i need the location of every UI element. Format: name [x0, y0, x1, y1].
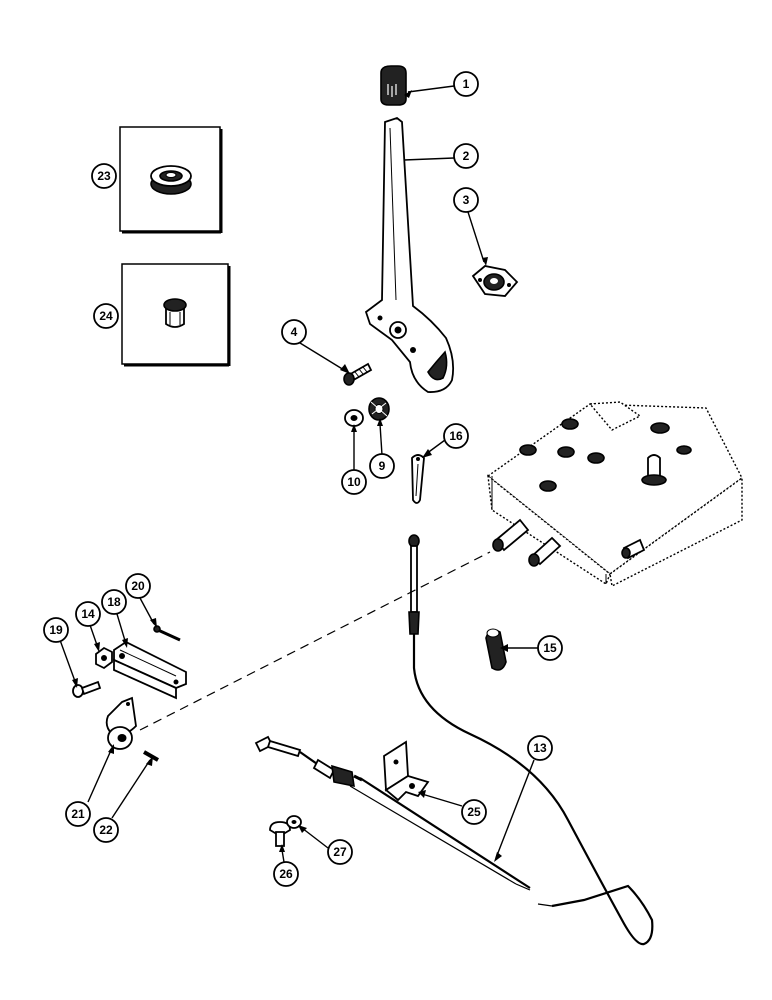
clip-part [411, 454, 425, 504]
callout-14: 14 [75, 601, 101, 627]
throttle-cable-part [254, 735, 531, 891]
inset-panel-24 [121, 263, 231, 367]
valve-block-part [486, 401, 743, 588]
control-cable-part [408, 534, 654, 946]
callout-10: 10 [341, 469, 367, 495]
lever-part [364, 116, 455, 393]
callout-27-label: 27 [333, 845, 347, 859]
nut-part [95, 646, 113, 670]
callout-20: 20 [125, 573, 151, 599]
bolt-part [269, 821, 291, 847]
callout-25: 25 [461, 799, 487, 825]
pin-part [153, 625, 181, 642]
callout-2: 2 [453, 143, 479, 169]
callout-24-label: 24 [99, 309, 113, 323]
lock-washer-part [368, 397, 390, 421]
callout-22: 22 [93, 817, 119, 843]
callout-19-label: 19 [49, 623, 63, 637]
callout-27: 27 [327, 839, 353, 865]
callout-9: 9 [369, 453, 395, 479]
callout-18-label: 18 [107, 595, 121, 609]
callout-3-label: 3 [463, 193, 470, 207]
flange-bearing-part [471, 265, 519, 297]
leader-lines [59, 85, 538, 863]
callout-1: 1 [453, 71, 479, 97]
callout-2-label: 2 [463, 149, 470, 163]
bushing-part [485, 628, 507, 671]
callout-26: 26 [273, 861, 299, 887]
callout-26-label: 26 [279, 867, 293, 881]
callout-19: 19 [43, 617, 69, 643]
callout-24: 24 [93, 303, 119, 329]
callout-4: 4 [281, 319, 307, 345]
callout-3: 3 [453, 187, 479, 213]
callout-13-label: 13 [533, 741, 547, 755]
inset-panel-23 [119, 126, 223, 234]
callout-23-label: 23 [97, 169, 111, 183]
bracket-part [383, 740, 430, 802]
callout-9-label: 9 [379, 459, 386, 473]
callout-21-label: 21 [71, 807, 85, 821]
callout-20-label: 20 [131, 579, 145, 593]
grommet-part [150, 165, 192, 195]
callout-10-label: 10 [347, 475, 361, 489]
callout-16-label: 16 [449, 429, 463, 443]
callout-13: 13 [527, 735, 553, 761]
callout-14-label: 14 [81, 607, 95, 621]
callout-23: 23 [91, 163, 117, 189]
callout-15-label: 15 [543, 641, 557, 655]
callout-4-label: 4 [291, 325, 298, 339]
plug-part [163, 298, 187, 328]
washer-part [344, 409, 364, 427]
callout-15: 15 [537, 635, 563, 661]
callout-16: 16 [443, 423, 469, 449]
crank-arm-part [105, 696, 137, 750]
roll-pin-part [143, 750, 159, 762]
screw-part [343, 362, 373, 386]
linkage-arm-part [113, 640, 187, 700]
callout-1-label: 1 [463, 77, 470, 91]
small-washer-part [286, 815, 302, 829]
hex-bolt-part [72, 680, 102, 698]
knob-part [380, 65, 407, 106]
alignment-line [139, 551, 491, 731]
callout-22-label: 22 [99, 823, 113, 837]
callout-25-label: 25 [467, 805, 481, 819]
callout-21: 21 [65, 801, 91, 827]
callout-18: 18 [101, 589, 127, 615]
